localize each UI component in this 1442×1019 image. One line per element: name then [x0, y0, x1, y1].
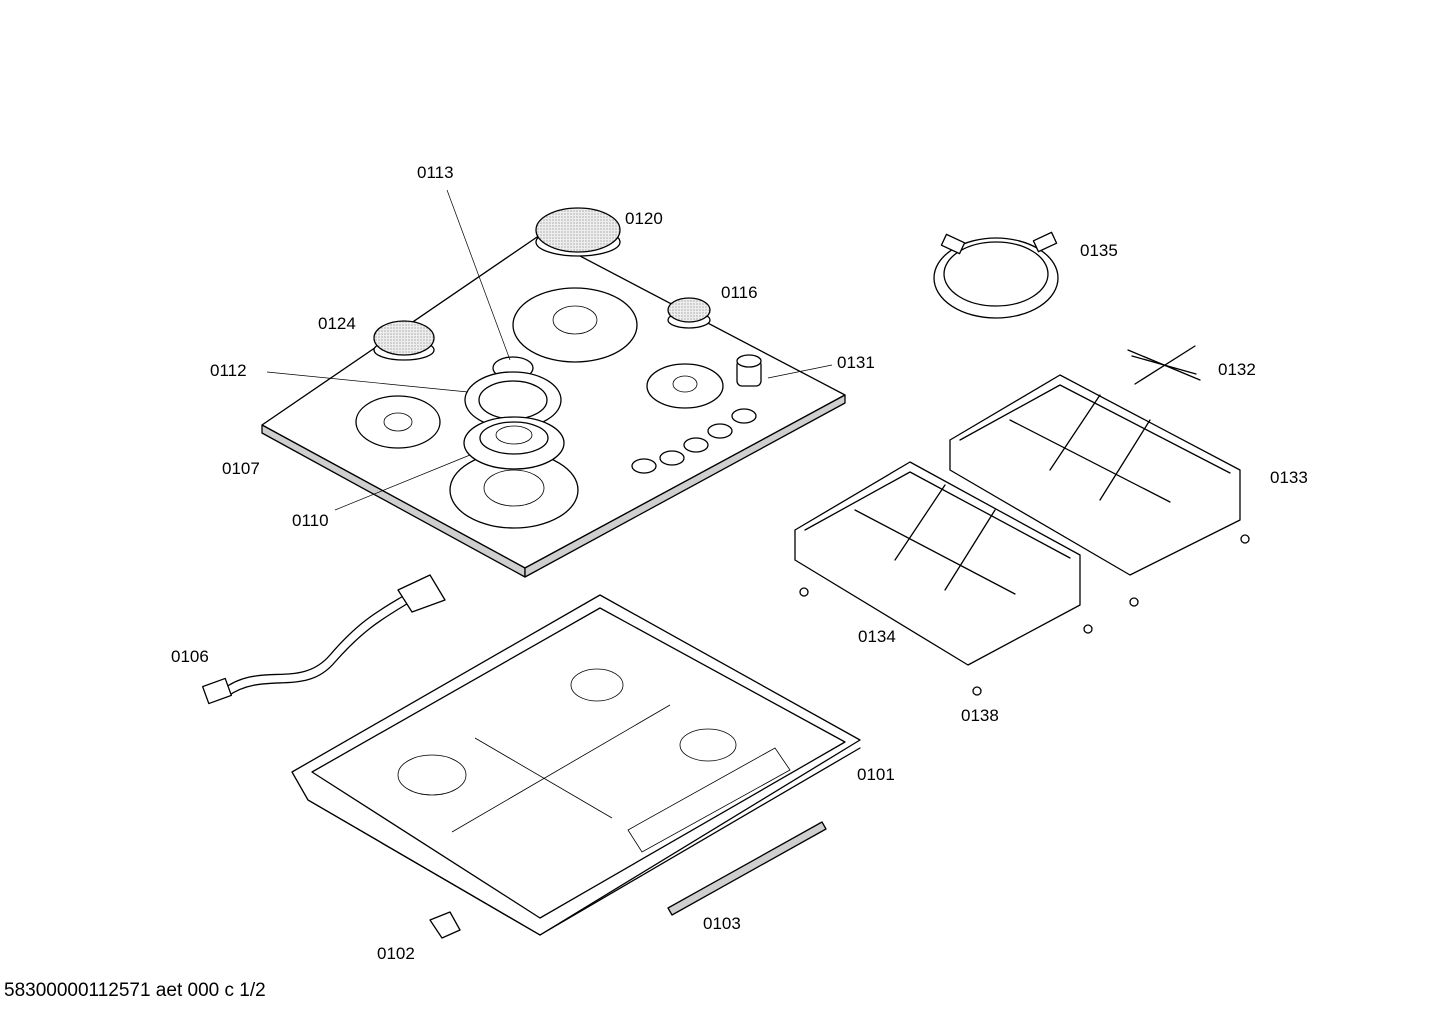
label-0106: 0106	[171, 647, 209, 666]
leader-lines	[266, 189, 833, 511]
label-0134: 0134	[858, 627, 896, 646]
burner-cap-small	[667, 297, 711, 329]
label-0101: 0101	[857, 765, 895, 784]
control-knob	[736, 354, 762, 387]
rubber-feet	[799, 534, 1250, 696]
label-0124: 0124	[318, 314, 356, 333]
front-strip	[667, 821, 827, 916]
wok-ring	[933, 231, 1059, 319]
label-0133: 0133	[1270, 468, 1308, 487]
label-0112: 0112	[210, 361, 247, 380]
label-0102: 0102	[377, 944, 415, 963]
part-labels: 0113 0120 0135 0116 0124 0112 0131 0132 …	[171, 163, 1308, 963]
wok-burner-assembly	[463, 356, 565, 470]
label-0132: 0132	[1218, 360, 1256, 379]
pan-support-right	[949, 374, 1241, 576]
mounting-clip	[429, 911, 461, 939]
label-0131: 0131	[837, 353, 875, 372]
label-0107: 0107	[222, 459, 260, 478]
label-0113: 0113	[417, 163, 454, 182]
label-0138: 0138	[961, 706, 999, 725]
label-0135: 0135	[1080, 241, 1118, 260]
label-0110: 0110	[292, 511, 329, 530]
document-reference-footer: 58300000112571 aet 000 c 1/2	[4, 980, 266, 1001]
burner-cap-large	[535, 207, 621, 257]
bottom-tray	[291, 594, 861, 936]
burner-cap-medium	[373, 320, 435, 361]
power-cable	[201, 574, 446, 705]
label-0103: 0103	[703, 914, 741, 933]
pan-support-left	[794, 461, 1081, 666]
simmer-plate	[1127, 345, 1201, 385]
label-0120: 0120	[625, 209, 663, 228]
label-0116: 0116	[721, 283, 758, 302]
